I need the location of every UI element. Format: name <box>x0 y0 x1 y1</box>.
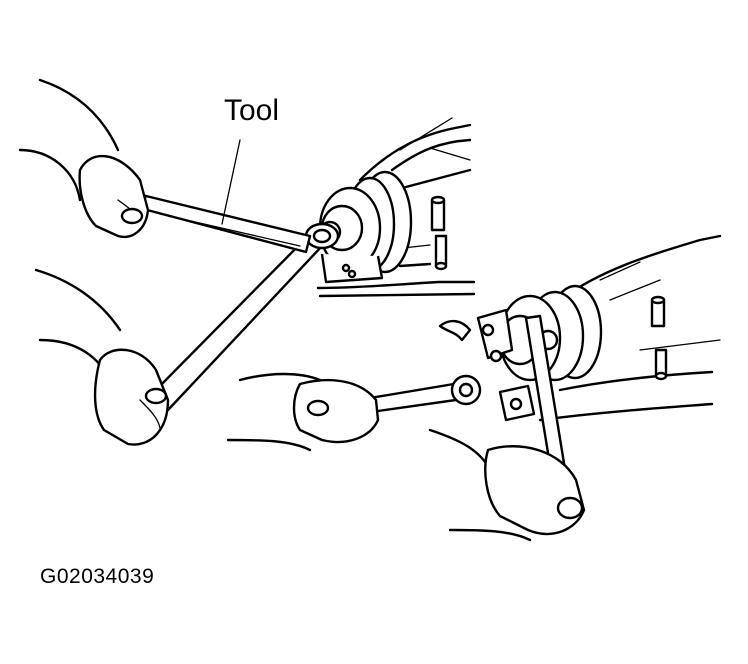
long-spanner-wrench <box>148 222 340 412</box>
upper-clutch-assembly <box>316 117 476 298</box>
tool-callout-label: Tool <box>224 94 280 127</box>
lower-left-hand <box>34 268 170 446</box>
upper-left-hand <box>18 78 150 239</box>
figure-code-label: G02034039 <box>40 565 155 588</box>
special-tool-bar <box>130 139 312 254</box>
lower-clutch-assembly <box>438 234 722 422</box>
lower-middle-hand <box>226 372 380 452</box>
lower-right-hand <box>428 428 586 542</box>
